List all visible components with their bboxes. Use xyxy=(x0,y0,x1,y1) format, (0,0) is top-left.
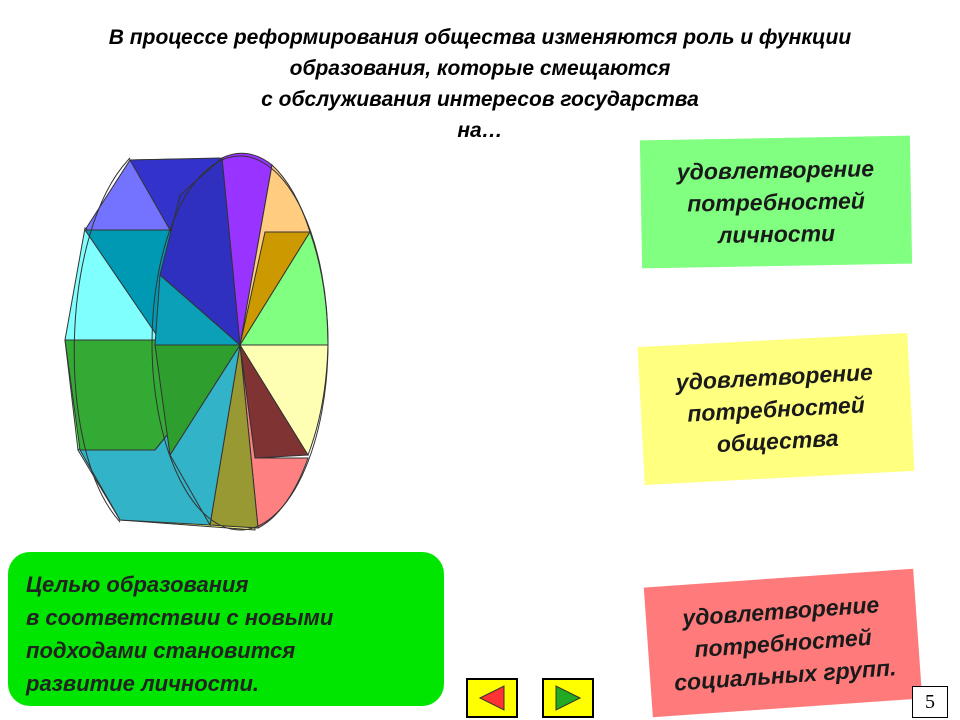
next-slide-button[interactable] xyxy=(542,678,594,718)
page-number: 5 xyxy=(912,686,948,718)
triangle-right-icon xyxy=(555,685,582,711)
education-goal-box: Целью образования в соответствии с новым… xyxy=(8,552,444,706)
card-line: личности xyxy=(717,219,836,249)
colored-wheel-illustration xyxy=(64,152,329,531)
card-line: удовлетворение xyxy=(676,155,875,185)
goal-line: развитие личности. xyxy=(26,671,259,696)
title-line: на… xyxy=(457,119,503,142)
card-personality-needs: удовлетворение потребностей личности xyxy=(639,135,913,269)
previous-slide-button[interactable] xyxy=(466,678,518,718)
goal-line: Целью образования xyxy=(26,572,249,597)
slide-title: В процессе реформирования общества измен… xyxy=(60,22,900,146)
card-social-groups-needs: удовлетворение потребностей социальных г… xyxy=(643,568,923,718)
goal-line: в соответствии с новыми xyxy=(26,605,334,630)
title-line: образования, которые смещаются xyxy=(289,57,671,80)
title-line: В процессе реформирования общества измен… xyxy=(108,26,852,49)
card-line: потребностей xyxy=(686,187,866,217)
card-society-needs: удовлетворение потребностей общества xyxy=(637,333,915,485)
goal-line: подходами становится xyxy=(26,638,296,663)
triangle-left-icon xyxy=(478,685,505,711)
title-line: с обслуживания интересов государства xyxy=(261,88,699,111)
